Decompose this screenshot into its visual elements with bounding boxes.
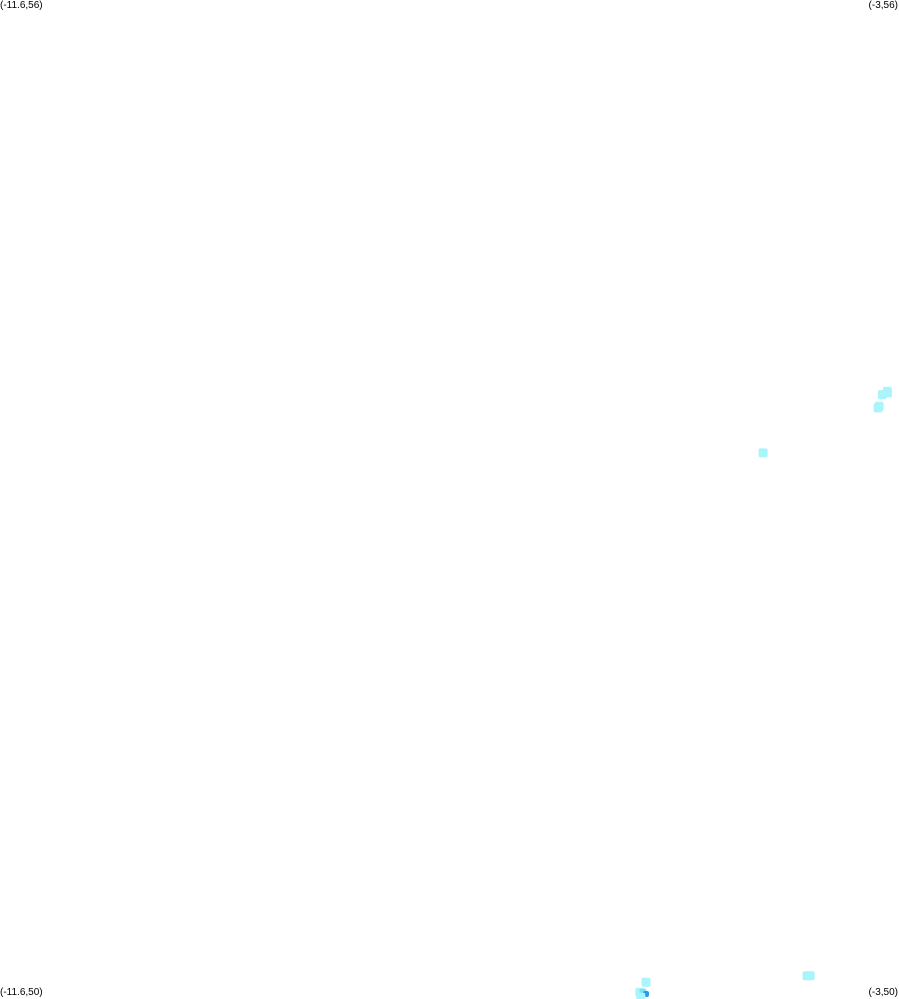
intensity-patch-light	[883, 388, 892, 398]
corner-label-bottom-right: (-3,50)	[868, 987, 898, 998]
corner-label-bottom-left: (-11.6,50)	[0, 987, 43, 998]
corner-label-top-left: (-11.6,56)	[0, 0, 43, 11]
intensity-patch-light	[641, 977, 651, 987]
corner-label-top-right: (-3,56)	[868, 0, 898, 11]
intensity-patch-light	[805, 971, 815, 981]
intensity-patch-light	[758, 448, 768, 458]
intensity-patch-light	[874, 401, 884, 411]
intensity-patch-light	[636, 992, 646, 999]
